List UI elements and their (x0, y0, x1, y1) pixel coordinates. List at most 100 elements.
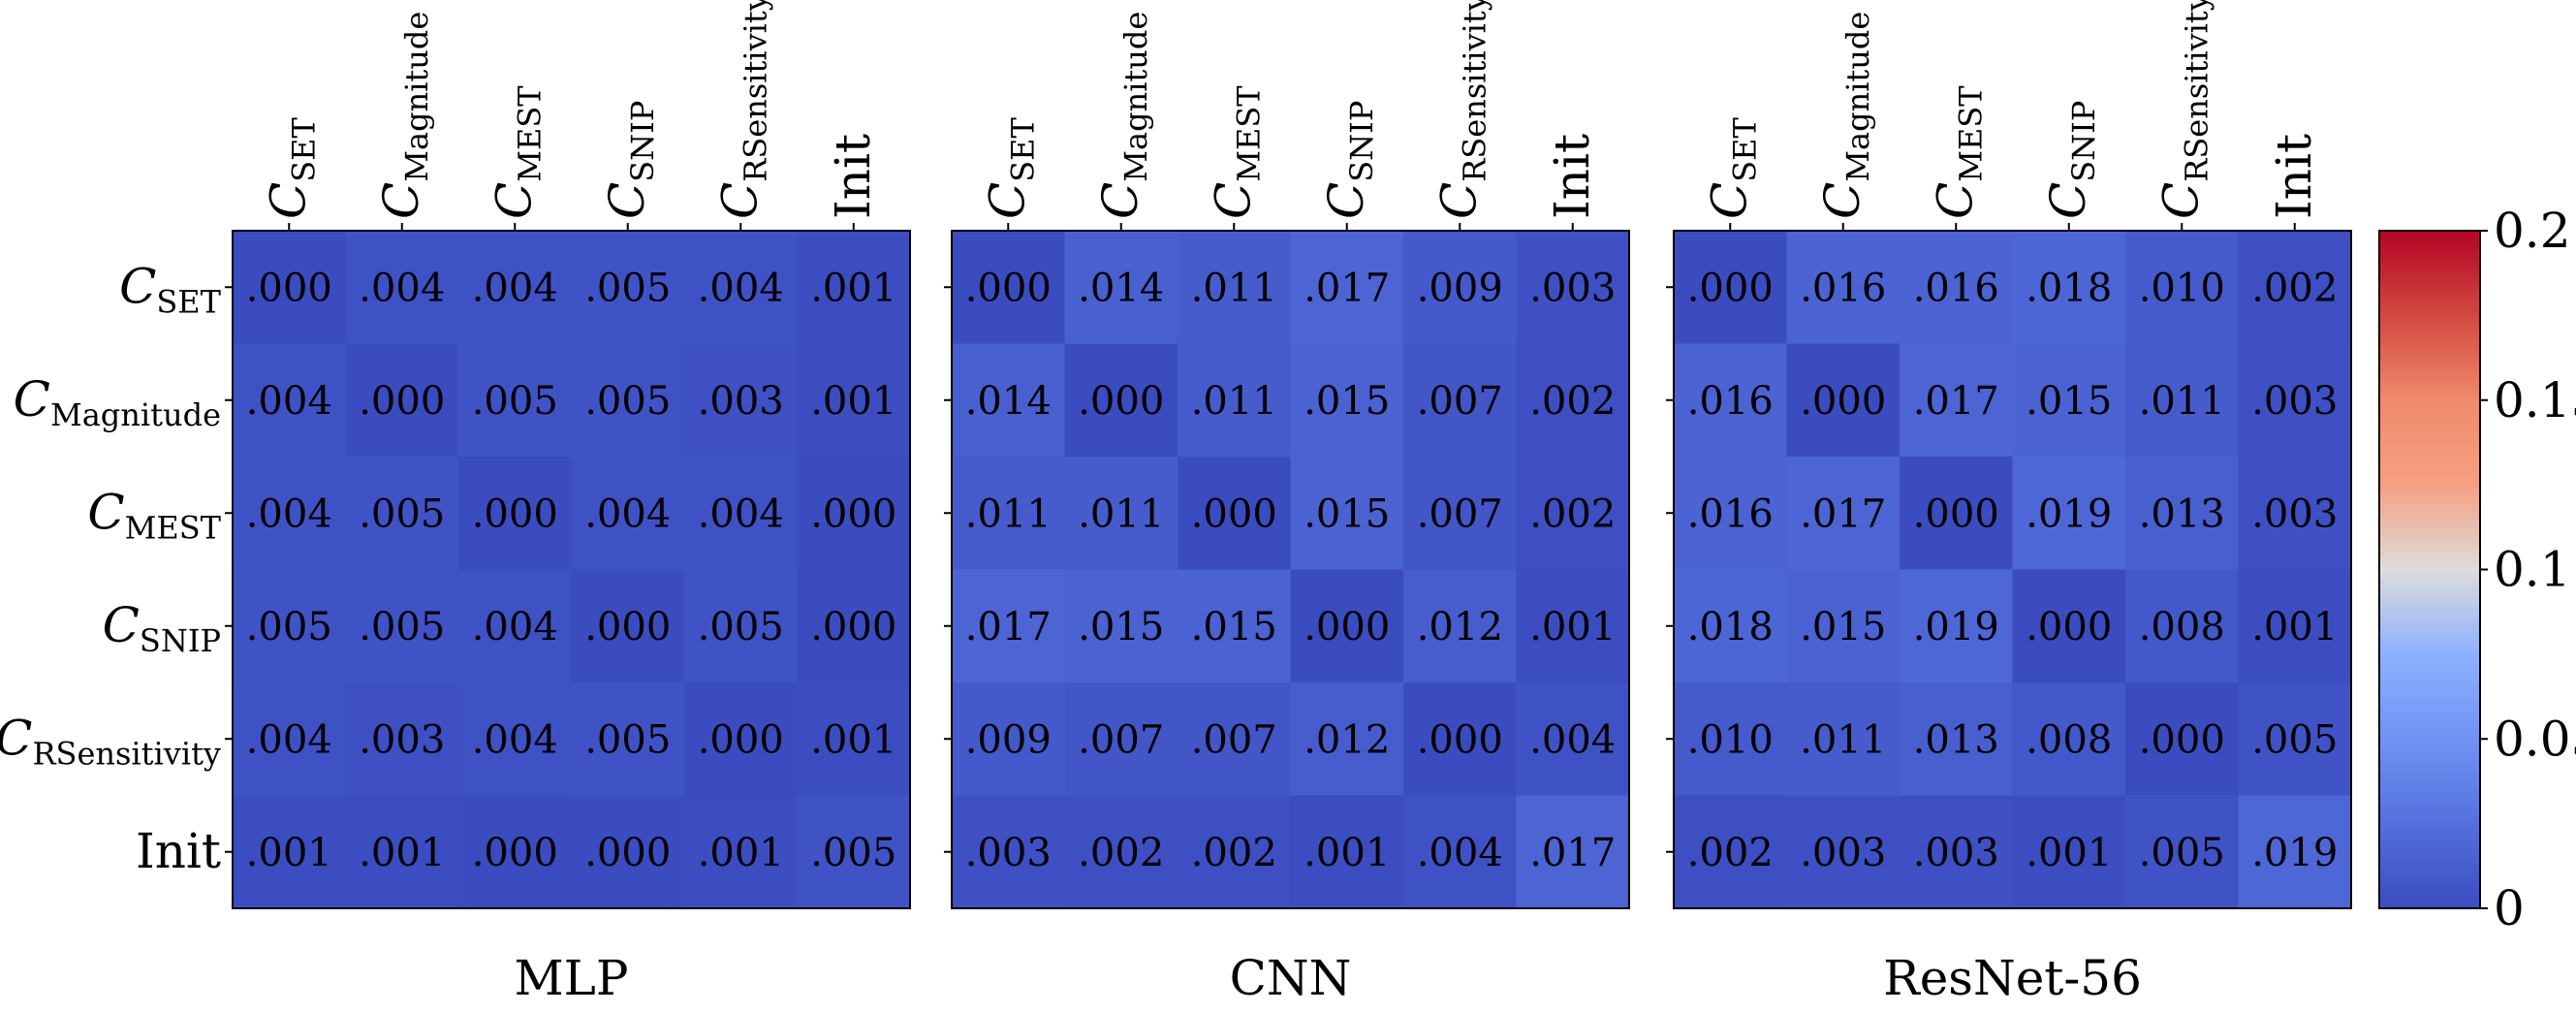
cell-value-label: .012 (1304, 717, 1390, 762)
cell-value-label: .017 (1529, 831, 1616, 875)
heatmap-cell (1290, 795, 1404, 909)
col-label-main: C (2040, 182, 2096, 219)
col-label-main: C (1318, 182, 1374, 219)
cell-value-label: .000 (1191, 491, 1277, 536)
heatmap-cell (458, 457, 573, 571)
colorbar: 00.050.10.150.2 (2378, 203, 2576, 936)
cell-value-label: .000 (2026, 605, 2112, 649)
heatmap-panel-resnet-56: .000.016.016.018.010.002.016.000.017.015… (1666, 0, 2352, 1006)
cell-value-label: .004 (698, 491, 784, 536)
cell-value-label: .015 (1304, 491, 1390, 536)
panel-title: CNN (1230, 950, 1352, 1006)
heatmap-cell (2238, 231, 2352, 345)
panel-title: ResNet-56 (1883, 950, 2142, 1006)
heatmap-cell (2238, 795, 2352, 909)
colorbar-tick-label: 0.05 (2494, 711, 2576, 767)
cell-value-label: .015 (1191, 605, 1277, 649)
heatmap-cell (1064, 231, 1178, 345)
col-label: CSET (1701, 116, 1763, 219)
heatmap-cell (2238, 569, 2352, 683)
col-label: CRSensitivity (1430, 0, 1492, 219)
heatmap-cell (233, 231, 347, 345)
cell-value-label: .008 (2026, 717, 2112, 762)
heatmap-cell (1064, 795, 1178, 909)
cell-value-label: .005 (246, 605, 332, 649)
heatmap-cell (1064, 343, 1178, 458)
heatmap-cell (1786, 569, 1901, 683)
heatmap-cell (2238, 682, 2352, 797)
heatmap-cell (797, 569, 911, 683)
cell-value-label: .019 (1913, 605, 1999, 649)
col-label-sub: MEST (511, 85, 548, 182)
row-label-sub: MEST (125, 509, 222, 546)
cell-value-label: .001 (1529, 605, 1616, 649)
heatmap-cell (1178, 682, 1292, 797)
heatmap-cell (2012, 569, 2126, 683)
cell-value-label: .005 (584, 379, 671, 424)
heatmap-cell (1674, 569, 1788, 683)
heatmap-cell (1403, 231, 1518, 345)
cell-value-label: .003 (698, 379, 784, 424)
heatmap-cell (458, 569, 573, 683)
col-label: Init (825, 134, 881, 219)
heatmap-cell (233, 569, 347, 683)
cell-value-label: .000 (1800, 379, 1886, 424)
cell-value-label: .004 (1529, 717, 1616, 762)
cell-value-label: .013 (2139, 491, 2225, 536)
col-label-main: C (260, 182, 316, 219)
cell-value-label: .000 (1687, 266, 1774, 310)
col-label-main: C (711, 182, 768, 219)
cell-value-label: .003 (2251, 491, 2338, 536)
heatmap-cell (684, 682, 799, 797)
heatmap-cell (345, 343, 459, 458)
cell-value-label: .019 (2026, 491, 2112, 536)
heatmap-cell (1516, 569, 1630, 683)
cell-value-label: .004 (472, 605, 558, 649)
col-label: CMagnitude (1092, 12, 1154, 219)
heatmap-cell (233, 457, 347, 571)
cell-value-label: .007 (1191, 717, 1277, 762)
cell-value-label: .010 (1687, 717, 1774, 762)
cell-value-label: .019 (2251, 831, 2338, 875)
cell-value-label: .017 (1304, 266, 1390, 310)
cell-value-label: .000 (472, 831, 558, 875)
heatmap-panels: .000.004.004.005.004.001.004.000.005.005… (0, 0, 2352, 1006)
heatmap-cell (1516, 795, 1630, 909)
heatmap-cell (571, 569, 685, 683)
colorbar-tick-label: 0.15 (2494, 372, 2576, 428)
cell-value-label: .002 (1078, 831, 1164, 875)
cell-value-label: .003 (1913, 831, 1999, 875)
heatmap-cell (571, 231, 685, 345)
heatmap-cell (233, 795, 347, 909)
row-label: CSNIP (103, 597, 221, 659)
heatmap-cell (1674, 231, 1788, 345)
cell-value-label: .001 (698, 831, 784, 875)
heatmap-cell (571, 457, 685, 571)
heatmap-cell (345, 457, 459, 571)
col-label-main: Init (2266, 134, 2322, 219)
cell-value-label: .004 (359, 266, 445, 310)
heatmap-cell (797, 795, 911, 909)
heatmap-cell (684, 457, 799, 571)
cell-value-label: .011 (2139, 379, 2225, 424)
col-label: CSNIP (599, 101, 661, 219)
heatmap-cell (1403, 457, 1518, 571)
heatmap-cell (1403, 682, 1518, 797)
cell-value-label: .002 (1687, 831, 1774, 875)
col-label-sub: MEST (1230, 85, 1267, 182)
cell-value-label: .018 (1687, 605, 1774, 649)
cell-value-label: .004 (1417, 831, 1503, 875)
cell-value-label: .014 (965, 379, 1052, 424)
row-label: CSET (119, 258, 222, 320)
heatmap-cell (1178, 231, 1292, 345)
heatmap-cell (2012, 231, 2126, 345)
cell-value-label: .012 (1417, 605, 1503, 649)
cell-value-label: .002 (1529, 379, 1616, 424)
heatmap-cell (458, 343, 573, 458)
cell-value-label: .011 (965, 491, 1052, 536)
heatmap-cell (952, 343, 1066, 458)
heatmap-cell (1674, 795, 1788, 909)
col-label: CRSensitivity (711, 0, 773, 219)
cell-value-label: .004 (246, 717, 332, 762)
